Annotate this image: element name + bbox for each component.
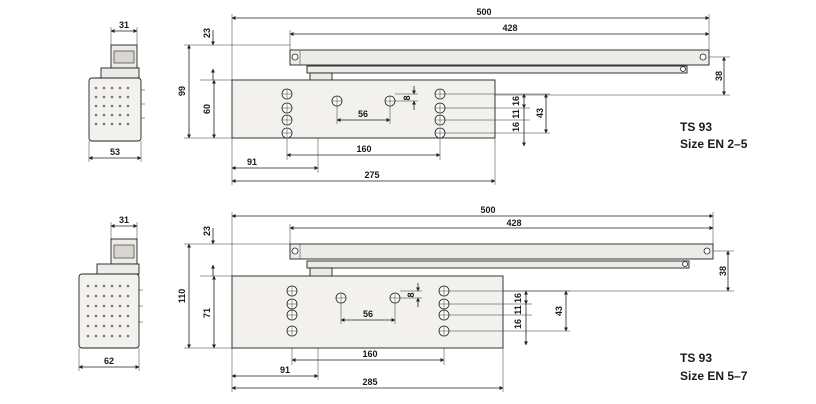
lower-spacing-a-dim: 16 [513, 293, 523, 303]
lower-spacing-c-dim: 16 [513, 319, 523, 329]
upper-small-dim: 8 [402, 95, 412, 100]
lower-front-view: 500 428 23 110 71 38 56 [177, 205, 734, 392]
upper-model-label: TS 93 [680, 120, 712, 134]
upper-body-length-dim: 275 [364, 170, 379, 180]
lower-track-height-dim: 38 [718, 266, 728, 276]
lower-spacing-b-dim: 11 [513, 305, 523, 315]
upper-track-length-dim: 428 [502, 23, 517, 33]
upper-hole-span-dim: 160 [356, 144, 371, 154]
upper-spacing-a-dim: 16 [511, 96, 521, 106]
upper-front-view: 500 428 23 99 60 38 56 [177, 7, 730, 185]
upper-side-view: 31 53 [88, 20, 145, 162]
upper-arm-length-dim: 500 [476, 7, 491, 17]
lower-height-body-dim: 71 [202, 308, 212, 318]
upper-drawing: 31 53 [88, 7, 748, 185]
upper-height-total-dim: 99 [177, 86, 187, 96]
lower-size-label: Size EN 5–7 [680, 369, 748, 383]
upper-hole-pitch-dim: 56 [358, 109, 368, 119]
lower-hole-pitch-dim: 56 [363, 309, 373, 319]
upper-size-label: Size EN 2–5 [680, 137, 748, 151]
lower-model-label: TS 93 [680, 351, 712, 365]
lower-spacing-d-dim: 43 [554, 306, 564, 316]
lower-side-width-dim: 62 [104, 356, 114, 366]
upper-offset-dim: 91 [247, 157, 257, 167]
upper-height-body-dim: 60 [202, 104, 212, 114]
lower-arm-offset-dim: 23 [202, 226, 212, 236]
lower-small-dim: 8 [406, 292, 416, 297]
upper-side-width-dim: 53 [110, 147, 120, 157]
lower-track-length-dim: 428 [506, 218, 521, 228]
upper-spacing-b-dim: 11 [511, 109, 521, 119]
upper-arm-offset-dim: 23 [202, 28, 212, 38]
upper-track-height-dim: 38 [714, 71, 724, 81]
lower-hole-span-dim: 160 [362, 349, 377, 359]
lower-offset-dim: 91 [280, 365, 290, 375]
lower-drawing: 31 62 [78, 205, 748, 392]
lower-side-view: 31 62 [78, 215, 143, 371]
lower-side-top-dim: 31 [119, 215, 129, 225]
lower-arm-length-dim: 500 [480, 205, 495, 215]
upper-spacing-c-dim: 16 [511, 122, 521, 132]
lower-body-length-dim: 285 [362, 377, 377, 387]
lower-height-total-dim: 110 [177, 289, 187, 304]
upper-side-top-dim: 31 [119, 20, 129, 30]
upper-spacing-d-dim: 43 [535, 108, 545, 118]
